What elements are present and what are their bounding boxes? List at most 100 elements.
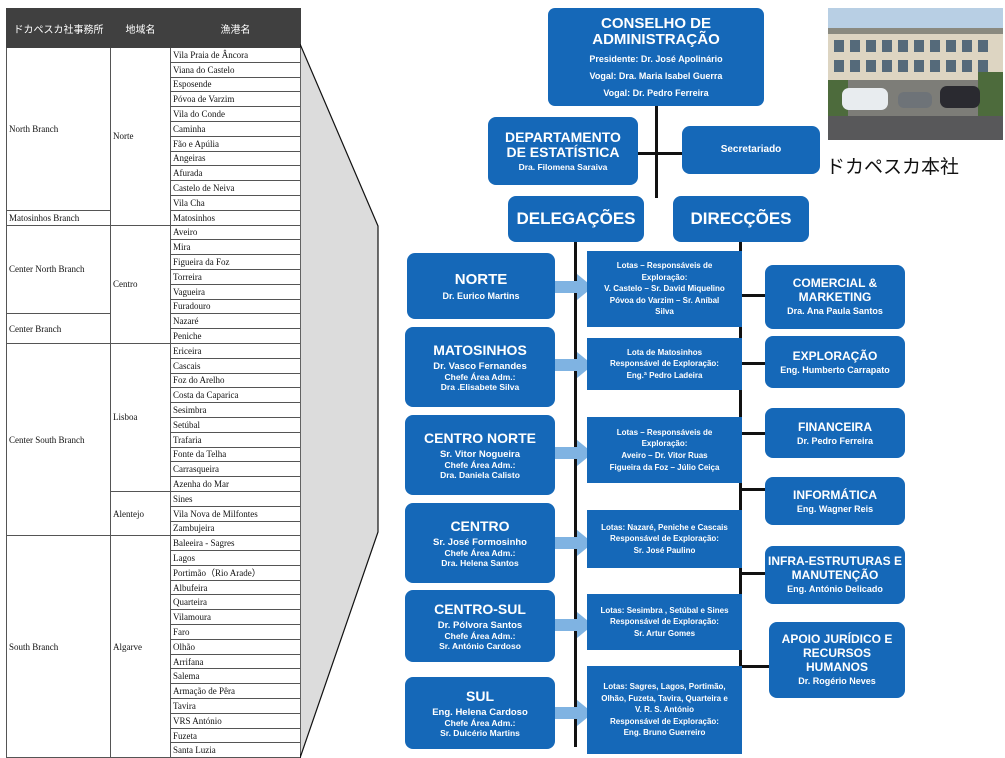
lota-line: Eng.ª Pedro Ladeira (626, 370, 703, 380)
secretariat-box: Secretariado (682, 126, 820, 174)
branch-cell: North Branch (6, 47, 111, 211)
delegation-admin-label: Chefe Área Adm.: (444, 717, 516, 728)
delegation-head: Dr. Vasco Fernandes (433, 360, 527, 372)
directorate-head: Dr. Rogério Neves (798, 676, 876, 687)
delegation-head: Sr. Vitor Nogueira (439, 448, 521, 460)
directorate-title: FINANCEIRA (798, 419, 872, 434)
arrow-icon (555, 274, 593, 300)
lota-line: Figueira da Foz – Júlio Ceiça (609, 462, 720, 472)
lota-line: Lota de Matosinhos (626, 347, 703, 357)
zoom-connector (300, 44, 379, 758)
directorate-head: Eng. Wagner Reis (796, 503, 874, 514)
lota-line: Exploração: (641, 272, 688, 282)
delegation-head: Dr. Eurico Martins (442, 290, 520, 301)
arrow-icon (555, 530, 593, 556)
delegation-title: CENTRO NORTE (424, 430, 536, 447)
lota-line: Lotas – Responsáveis de (616, 427, 713, 437)
board-vogal-1: Vogal: Dra. Maria Isabel Guerra (589, 70, 723, 81)
delegation-head: Dr. Pólvora Santos (437, 619, 523, 631)
arrow-icon (555, 700, 593, 726)
lota-line: V. Castelo – Sr. David Miquelino (604, 284, 725, 294)
delegation-admin: Dra. Daniela Calisto (440, 469, 520, 480)
board-title: CONSELHO DE ADMINISTRAÇÃO (592, 14, 720, 48)
headquarters-photo (828, 8, 1003, 140)
lota-line: Responsável de Exploração: (610, 534, 719, 544)
lota-line: Póvoa do Varzim – Sr. Aníbal (609, 295, 720, 305)
delegation-title: NORTE (454, 270, 508, 288)
delegation-centro: CENTRO Sr. José Formosinho Chefe Área Ad… (405, 503, 555, 583)
delegation-sul: SUL Eng. Helena Cardoso Chefe Área Adm.:… (405, 677, 555, 749)
delegation-admin: Dra. Helena Santos (441, 557, 519, 568)
delegations-header: DELEGAÇÕES (508, 196, 644, 242)
delegation-head: Eng. Helena Cardoso (432, 706, 528, 718)
region-cell: Algarve (110, 535, 171, 758)
delegation-title: SUL (466, 688, 494, 705)
lota-box-centro-norte: Lotas – Responsáveis de Exploração: Avei… (587, 417, 742, 483)
lota-box-centro-sul: Lotas: Sesimbra , Setúbal e Sines Respon… (587, 594, 742, 650)
lota-line: Lotas – Responsáveis de (616, 261, 713, 271)
delegation-admin-label: Chefe Área Adm.: (444, 371, 516, 382)
statistics-title: DEPARTAMENTO DE ESTATÍSTICA (505, 128, 621, 160)
board-president: Presidente: Dr. José Apolinário (589, 54, 723, 65)
lota-line: Lotas: Sagres, Lagos, Portimão, (603, 682, 726, 692)
lota-line: Silva (655, 307, 674, 317)
secretariat-title: Secretariado (720, 144, 782, 156)
region-cell: Norte (110, 47, 171, 226)
delegation-title: MATOSINHOS (433, 342, 527, 359)
statistics-head: Dra. Filomena Saraiva (518, 162, 608, 173)
directorate-title: EXPLORAÇÃO (792, 348, 878, 363)
arrow-icon (555, 352, 593, 378)
lota-line: Lotas: Nazaré, Peniche e Cascais (601, 522, 728, 532)
directorate-title: COMERCIAL & MARKETING (792, 276, 878, 304)
directorate-head: Dr. Pedro Ferreira (796, 435, 874, 446)
headquarters-caption: ドカペスカ本社 (826, 156, 960, 178)
arrow-icon (555, 440, 593, 466)
branch-cell: Center South Branch (6, 342, 111, 537)
lota-line: Responsável de Exploração: (610, 716, 719, 726)
lota-line: Lotas: Sesimbra , Setúbal e Sines (600, 605, 729, 615)
delegation-admin: Sr. Dulcério Martins (440, 727, 520, 738)
directorate-informatica: INFORMÁTICA Eng. Wagner Reis (765, 477, 905, 525)
lota-box-matosinhos: Lota de Matosinhos Responsável de Explor… (587, 338, 742, 390)
directorate-title: INFRA-ESTRUTURAS E MANUTENÇÃO (768, 554, 902, 582)
lota-line: Olhão, Fuzeta, Tavira, Quarteira e (601, 693, 728, 703)
board-of-directors-box: CONSELHO DE ADMINISTRAÇÃO Presidente: Dr… (548, 8, 764, 106)
delegation-title: CENTRO-SUL (434, 601, 526, 618)
lota-line: Responsável de Exploração: (610, 359, 719, 369)
directorate-commercial-marketing: COMERCIAL & MARKETING Dra. Ana Paula San… (765, 265, 905, 329)
lota-line: Exploração: (641, 439, 688, 449)
delegation-admin-label: Chefe Área Adm.: (444, 547, 516, 558)
region-cell: Alentejo (110, 490, 171, 537)
lota-line: Sr. José Paulino (633, 545, 696, 555)
header-office: ドカペスカ社事務所 (6, 8, 111, 48)
lota-box-centro: Lotas: Nazaré, Peniche e Cascais Respons… (587, 510, 742, 568)
delegation-centro-norte: CENTRO NORTE Sr. Vitor Nogueira Chefe Ár… (405, 415, 555, 495)
directorates-header: DIRECÇÕES (673, 196, 809, 242)
lota-line: Sr. Artur Gomes (633, 628, 696, 638)
directorate-title: APOIO JURÍDICO E RECURSOS HUMANOS (781, 632, 893, 674)
lota-line: Eng. Bruno Guerreiro (623, 728, 706, 738)
arrow-icon (555, 612, 593, 638)
lota-box-sul: Lotas: Sagres, Lagos, Portimão, Olhão, F… (587, 666, 742, 754)
delegation-title: CENTRO (450, 518, 510, 535)
directorate-head: Eng. António Delicado (787, 584, 883, 595)
directorate-exploracao: EXPLORAÇÃO Eng. Humberto Carrapato (765, 336, 905, 388)
delegation-admin-label: Chefe Área Adm.: (444, 630, 516, 641)
delegation-admin: Sr. António Cardoso (439, 640, 521, 651)
directorate-title: INFORMÁTICA (793, 487, 877, 502)
board-vogal-2: Vogal: Dr. Pedro Ferreira (603, 87, 709, 98)
directorate-head: Dra. Ana Paula Santos (787, 306, 883, 317)
branch-cell: Center Branch (6, 313, 111, 344)
delegation-admin-label: Chefe Área Adm.: (444, 459, 516, 470)
region-cell: Lisboa (110, 342, 171, 492)
lota-line: V. R. S. António (635, 705, 694, 715)
delegation-matosinhos: MATOSINHOS Dr. Vasco Fernandes Chefe Áre… (405, 327, 555, 407)
region-cell: Centro (110, 224, 171, 344)
